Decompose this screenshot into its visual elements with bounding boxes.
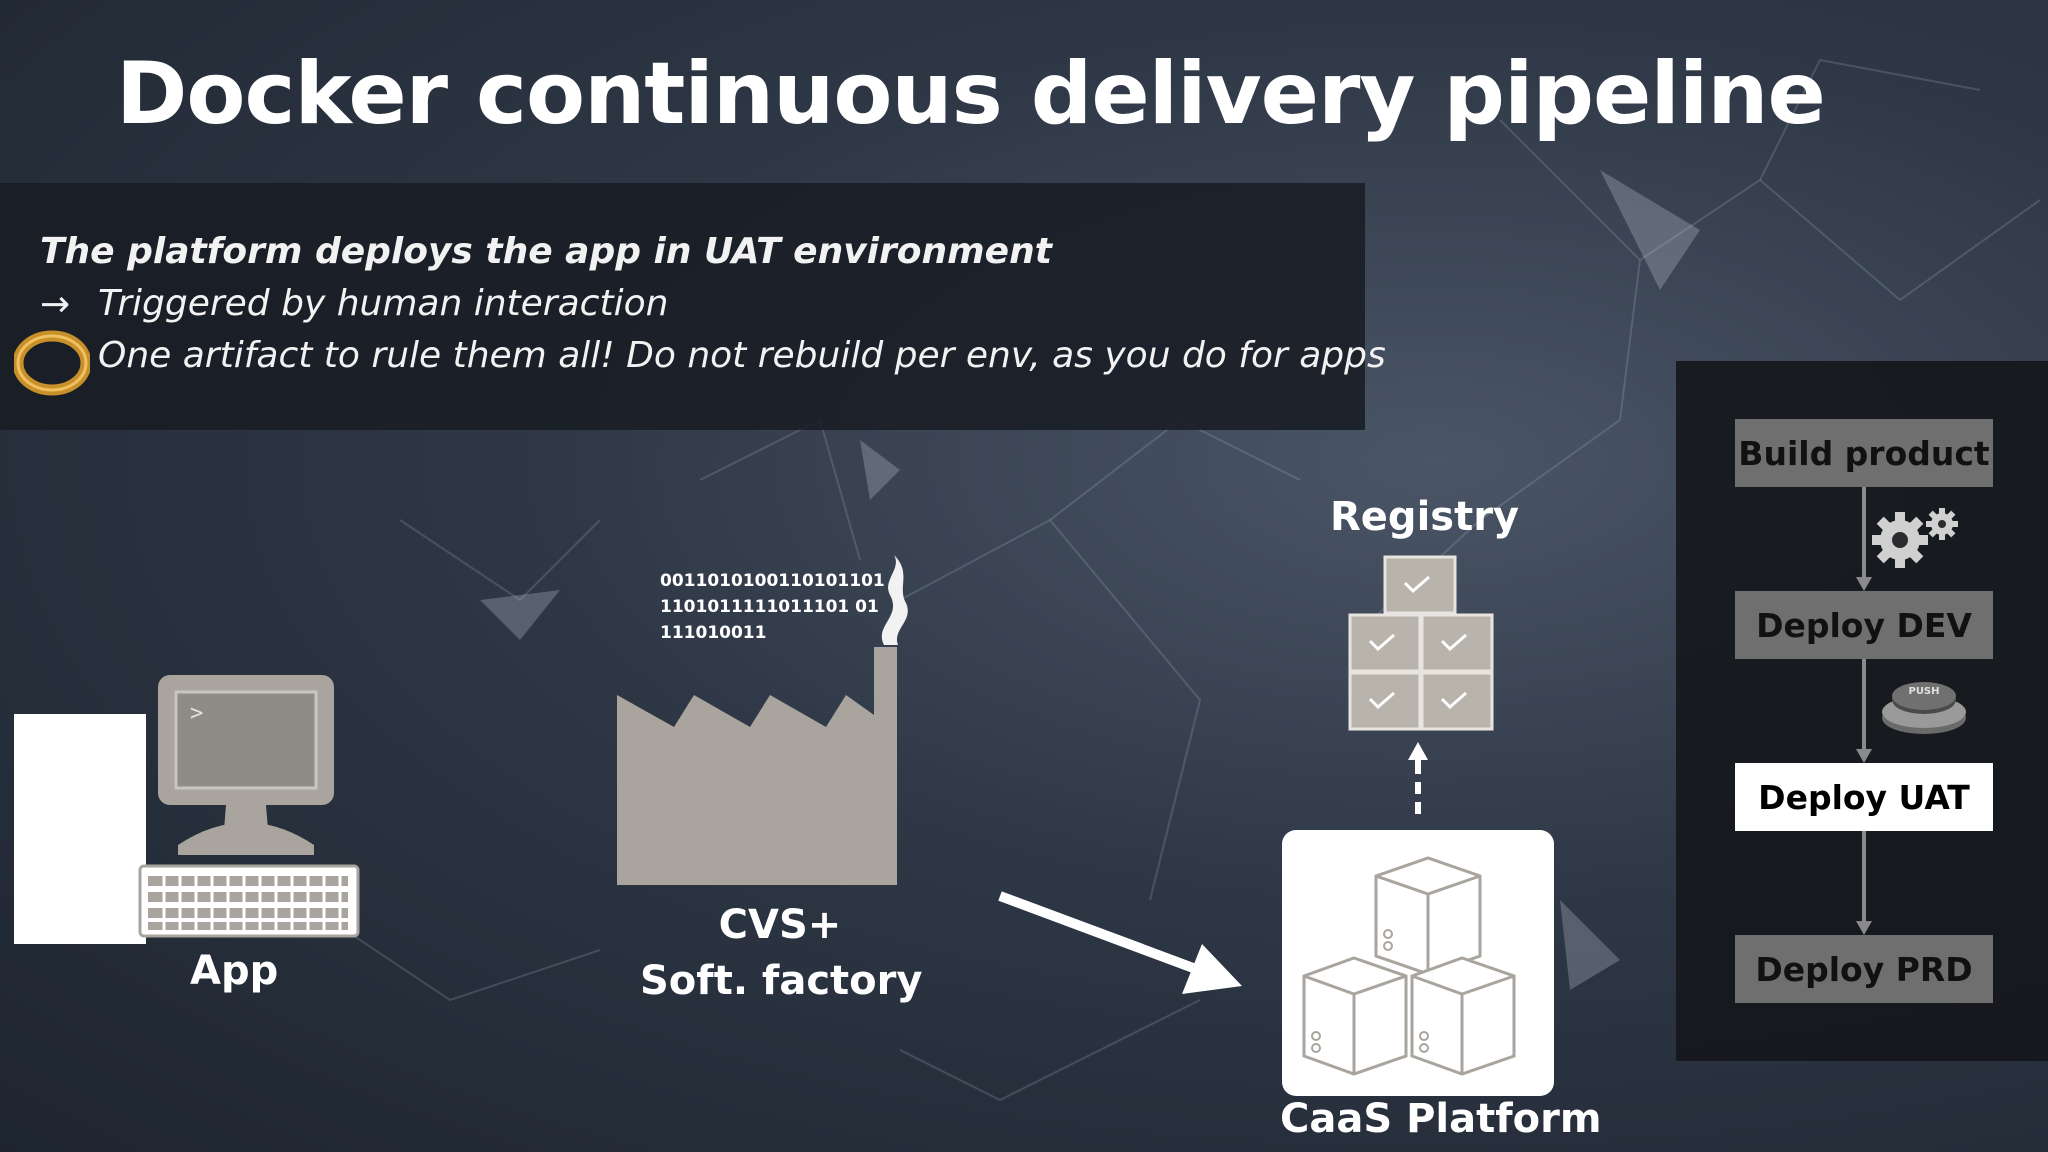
gears-icon bbox=[1872, 508, 1958, 568]
stage-deploy-uat: Deploy UAT bbox=[1735, 763, 1993, 831]
white-placeholder-block bbox=[14, 714, 146, 944]
info-trigger-text: Triggered by human interaction bbox=[98, 283, 669, 324]
stage-deploy-prd: Deploy PRD bbox=[1735, 935, 1993, 1003]
stage-build-product: Build product bbox=[1735, 419, 1993, 487]
ring-icon bbox=[14, 330, 90, 396]
push-button-icon: PUSH bbox=[1882, 682, 1966, 734]
soft-factory-label-line1: CVS+ bbox=[718, 902, 842, 948]
servers-icon bbox=[1302, 856, 1516, 1076]
app-label: App bbox=[190, 948, 279, 994]
soft-factory-label: CVS+ Soft. factory bbox=[640, 897, 923, 1009]
stage-deploy-dev: Deploy DEV bbox=[1735, 591, 1993, 659]
registry-boxes-icon bbox=[1348, 555, 1494, 731]
computer-icon: > bbox=[138, 675, 360, 938]
info-artifact-text: One artifact to rule them all! Do not re… bbox=[98, 335, 1386, 376]
soft-factory-label-line2: Soft. factory bbox=[640, 958, 923, 1004]
info-panel: The platform deploys the app in UAT envi… bbox=[0, 183, 1386, 430]
terminal-prompt: > bbox=[190, 701, 203, 726]
registry-label: Registry bbox=[1330, 494, 1520, 540]
caas-platform-label: CaaS Platform bbox=[1280, 1096, 1602, 1142]
binary-code-text: 0011010100110101101 1101011111011101 01 … bbox=[660, 571, 885, 643]
push-to-registry-arrow-icon bbox=[1408, 742, 1428, 814]
push-label: PUSH bbox=[1908, 686, 1939, 697]
right-arrow-icon: → bbox=[40, 284, 71, 325]
deploy-arrow-icon bbox=[998, 891, 1242, 994]
slide-title: Docker continuous delivery pipeline bbox=[116, 44, 1826, 144]
info-heading: The platform deploys the app in UAT envi… bbox=[40, 231, 1052, 272]
pipeline-connector-lines bbox=[1856, 487, 1872, 935]
factory-icon bbox=[617, 555, 908, 885]
